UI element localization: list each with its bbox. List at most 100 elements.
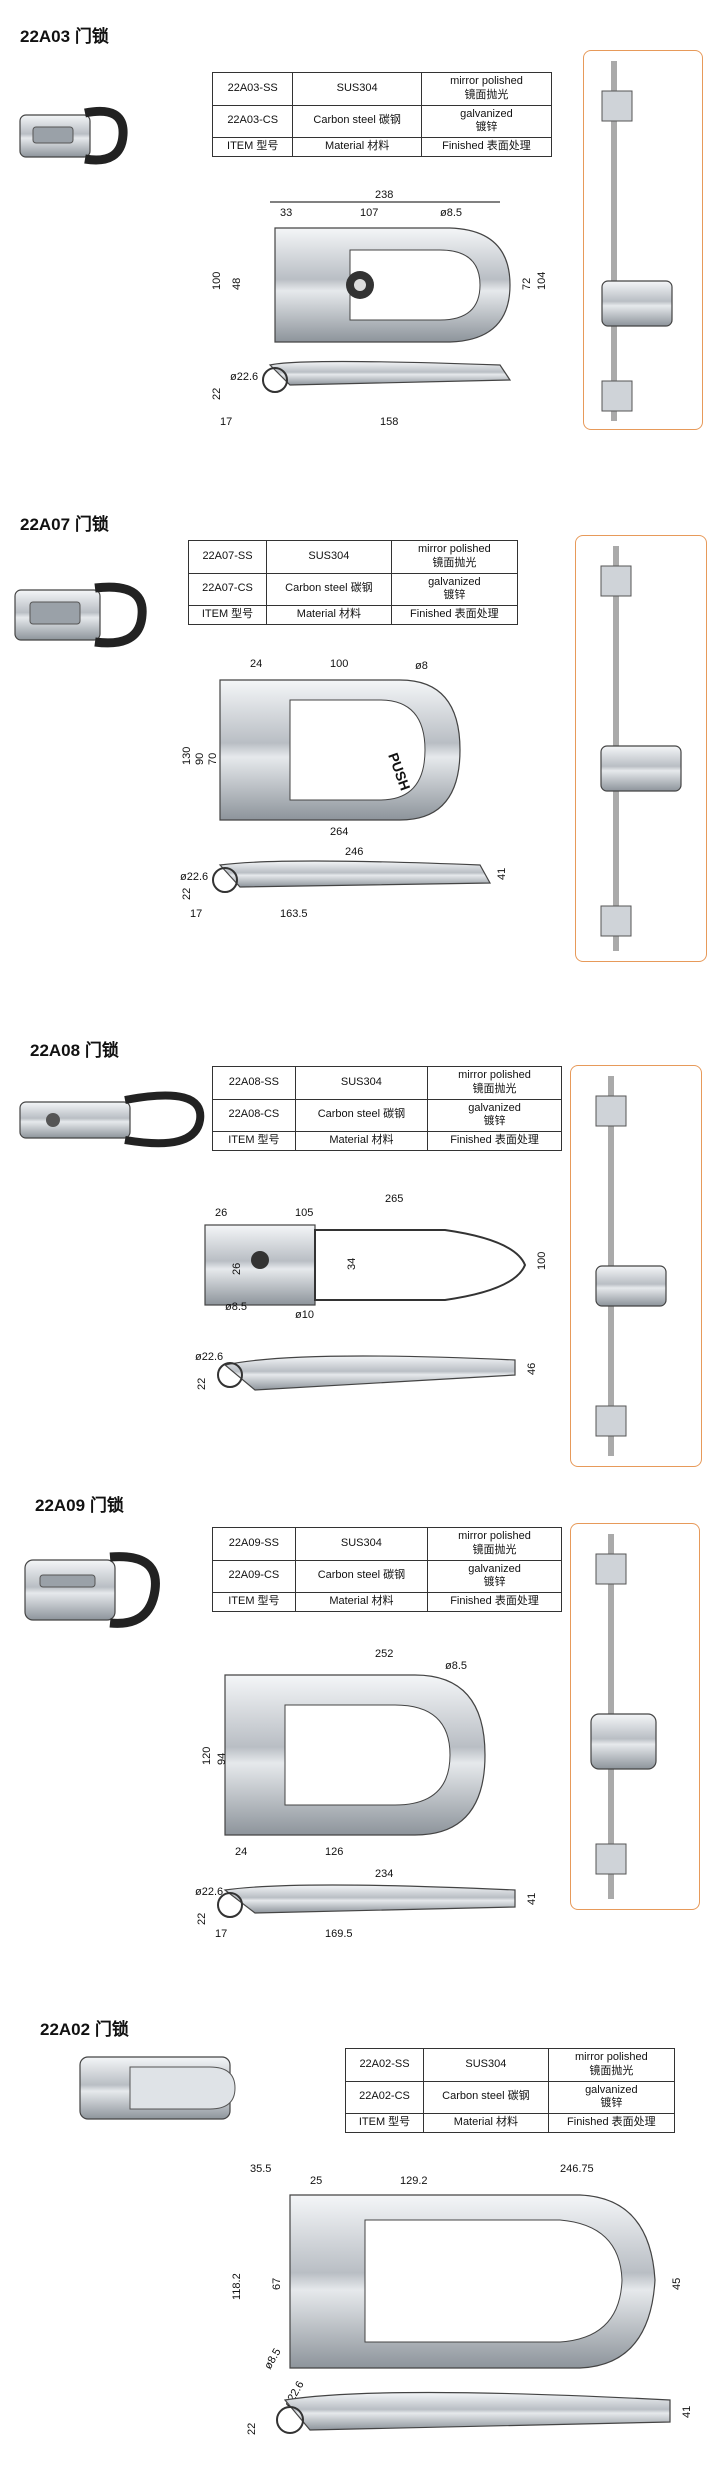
svg-text:45: 45 <box>671 2278 683 2290</box>
svg-text:72: 72 <box>521 278 533 290</box>
svg-text:46: 46 <box>526 1363 538 1375</box>
material-cell: SUS304 <box>266 540 392 574</box>
item-cell: 22A03-SS <box>211 72 294 106</box>
installation-image <box>601 61 673 421</box>
svg-text:24: 24 <box>250 658 262 670</box>
item-cell: 22A08-SS <box>212 1066 296 1100</box>
technical-drawing: 238 33 107 ø8.5 100 48 72 104 ø22.6 22 1… <box>211 190 548 428</box>
header-cell: ITEM 型号 <box>187 605 268 625</box>
header-cell: ITEM 型号 <box>212 1131 296 1151</box>
material-cell: Carbon steel 碳钢 <box>266 572 392 606</box>
svg-text:104: 104 <box>536 272 548 290</box>
product-photo <box>14 582 147 648</box>
header-cell: Finished 表面处理 <box>420 137 553 157</box>
svg-text:22: 22 <box>196 1913 208 1925</box>
svg-text:ø8.5: ø8.5 <box>445 1660 467 1672</box>
svg-text:17: 17 <box>190 908 202 920</box>
svg-text:238: 238 <box>375 190 393 201</box>
material-cell: Carbon steel 碳钢 <box>292 104 422 138</box>
svg-text:ø8.5: ø8.5 <box>262 2346 283 2371</box>
item-cell: 22A07-SS <box>187 540 268 574</box>
svg-text:26: 26 <box>231 1263 243 1275</box>
svg-text:126: 126 <box>325 1846 343 1858</box>
svg-text:100: 100 <box>211 272 223 290</box>
item-cell: 22A02-CS <box>344 2080 425 2114</box>
material-cell: SUS304 <box>294 1066 429 1100</box>
svg-text:105: 105 <box>295 1207 313 1219</box>
header-cell: Finished 表面处理 <box>427 1592 562 1612</box>
svg-text:ø8.5: ø8.5 <box>440 207 462 219</box>
svg-text:ø22.6: ø22.6 <box>195 1886 223 1898</box>
svg-text:22: 22 <box>181 888 193 900</box>
installation-photo <box>583 50 703 430</box>
svg-text:22: 22 <box>211 388 223 400</box>
svg-text:ø22.6: ø22.6 <box>180 871 208 883</box>
technical-drawing: 24 100 ø8 PUSH 130 90 70 264 246 ø22.6 2… <box>180 658 508 920</box>
installation-image <box>590 1534 657 1899</box>
product-title: 22A07 门锁 <box>20 515 109 534</box>
installation-image <box>600 546 682 951</box>
svg-text:67: 67 <box>271 2278 283 2290</box>
svg-text:234: 234 <box>375 1868 393 1880</box>
product-title: 22A02 门锁 <box>40 2020 129 2039</box>
header-cell: Material 材料 <box>294 1592 429 1612</box>
header-cell: Material 材料 <box>423 2113 549 2133</box>
svg-text:ø10: ø10 <box>295 1309 314 1321</box>
header-cell: Material 材料 <box>292 137 422 157</box>
svg-text:107: 107 <box>360 207 378 219</box>
header-cell: ITEM 型号 <box>344 2113 425 2133</box>
svg-text:246.75: 246.75 <box>560 2163 594 2175</box>
header-cell: Finished 表面处理 <box>427 1131 562 1151</box>
svg-text:ø22.6: ø22.6 <box>230 371 258 383</box>
installation-photo <box>570 1523 700 1910</box>
item-cell: 22A09-CS <box>212 1559 296 1593</box>
svg-text:22: 22 <box>196 1378 208 1390</box>
svg-text:17: 17 <box>220 416 232 428</box>
material-cell: SUS304 <box>294 1527 429 1561</box>
header-cell: Material 材料 <box>266 605 392 625</box>
svg-text:130: 130 <box>181 747 193 765</box>
svg-text:33: 33 <box>280 207 292 219</box>
svg-text:265: 265 <box>385 1193 403 1205</box>
product-photo <box>19 1091 205 1148</box>
svg-text:34: 34 <box>346 1258 358 1270</box>
svg-text:169.5: 169.5 <box>325 1928 353 1940</box>
product-title: 22A09 门锁 <box>35 1496 124 1515</box>
header-cell: Finished 表面处理 <box>547 2113 676 2133</box>
svg-text:41: 41 <box>526 1893 538 1905</box>
svg-text:25: 25 <box>310 2175 322 2187</box>
material-cell: Carbon steel 碳钢 <box>294 1098 429 1132</box>
product-photo <box>24 1552 160 1628</box>
header-cell: ITEM 型号 <box>212 1592 296 1612</box>
svg-text:264: 264 <box>330 826 348 838</box>
svg-text:22: 22 <box>246 2423 258 2435</box>
svg-text:246: 246 <box>345 846 363 858</box>
material-cell: SUS304 <box>423 2048 549 2082</box>
installation-image <box>595 1076 667 1456</box>
svg-text:17: 17 <box>215 1928 227 1940</box>
svg-text:100: 100 <box>536 1252 548 1270</box>
product-title: 22A08 门锁 <box>30 1041 119 1060</box>
svg-text:120: 120 <box>201 1747 213 1765</box>
header-cell: Finished 表面处理 <box>390 605 519 625</box>
svg-text:24: 24 <box>235 1846 247 1858</box>
item-cell: 22A07-CS <box>187 572 268 606</box>
svg-text:ø8: ø8 <box>415 660 428 672</box>
